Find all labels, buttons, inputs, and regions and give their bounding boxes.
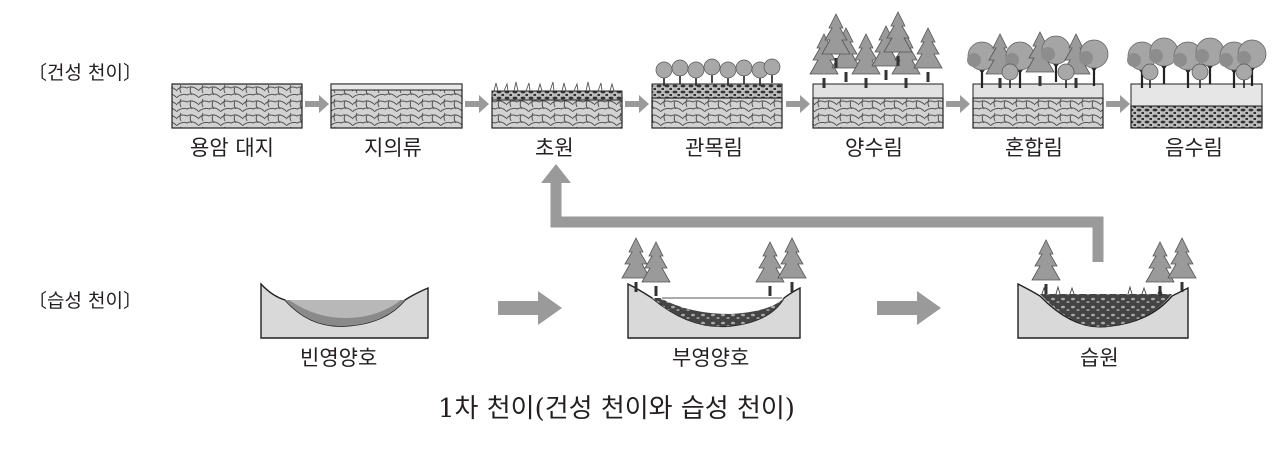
dry-arrow-1 <box>305 95 329 113</box>
stage-wetland <box>1017 237 1197 339</box>
figure-caption: 1차 천이(건성 천이와 습성 천이) <box>438 394 795 424</box>
stage-label-sun-forest: 양수림 <box>845 136 903 160</box>
stage-eutrophic-lake <box>621 237 807 339</box>
stage-label-eutrophic-lake: 부영양호 <box>672 346 750 370</box>
dry-arrow-2 <box>465 95 489 113</box>
stage-label-shrubland: 관목림 <box>685 136 743 160</box>
dry-succession-label: 〔건성 천이〕 <box>28 62 142 84</box>
stage-grassland-block <box>491 81 623 129</box>
stage-lichen-block <box>330 83 463 129</box>
stage-shrubland-block <box>651 58 783 129</box>
wet-arrow-2 <box>877 291 941 325</box>
stage-mixed-forest-block <box>965 31 1110 129</box>
stage-label-wetland: 습원 <box>1080 346 1119 370</box>
stage-oligotrophic-lake <box>260 282 429 339</box>
stage-label-oligotrophic-lake: 빈영양호 <box>300 346 378 370</box>
stage-shade-forest-block <box>1125 36 1268 129</box>
stage-sun-forest-block <box>809 11 944 129</box>
stage-label-lava-plateau: 용암 대지 <box>190 136 274 160</box>
dry-arrow-3 <box>625 95 649 113</box>
stage-label-lichen: 지의류 <box>364 136 422 160</box>
dry-arrow-4 <box>786 95 810 113</box>
stage-label-mixed-forest: 혼합림 <box>1005 136 1063 160</box>
wet-arrow-1 <box>498 291 562 325</box>
stage-lava-plateau-block <box>171 83 303 129</box>
wet-to-grassland-arrow <box>550 180 1104 262</box>
dry-arrow-5 <box>946 95 970 113</box>
stage-label-grassland: 초원 <box>535 136 574 160</box>
stage-label-shade-forest: 음수림 <box>1165 136 1223 160</box>
dry-arrow-6 <box>1106 95 1130 113</box>
wet-succession-label: 〔습성 천이〕 <box>28 290 142 312</box>
